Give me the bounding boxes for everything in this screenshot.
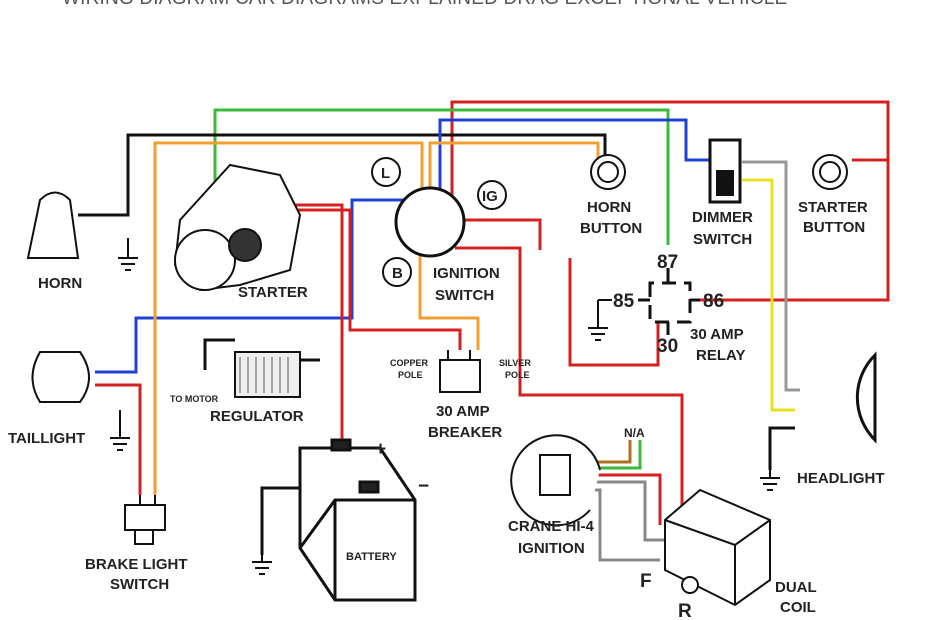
label-silver-pole-2: POLE: [505, 370, 530, 380]
wire-black-headlight-ground: [768, 426, 795, 470]
wire-red-breaker: [290, 208, 462, 350]
wire-blue-top: [438, 118, 712, 195]
ground-symbols: [110, 238, 780, 575]
label-ignition-b: B: [392, 265, 403, 282]
label-ignition-switch-2: SWITCH: [435, 287, 494, 304]
headlight: [855, 351, 877, 444]
label-brake-light-2: SWITCH: [110, 576, 169, 593]
wire-yellow-headlight: [742, 178, 795, 412]
wire-red-ignition: [455, 218, 684, 520]
label-relay-30: 30: [657, 336, 678, 357]
label-coil-2: COIL: [780, 599, 816, 616]
label-na: N/A: [624, 426, 645, 440]
wire-black-regulator: [203, 338, 320, 370]
label-starter-button-1: STARTER: [798, 199, 868, 216]
label-breaker-2: BREAKER: [428, 424, 502, 441]
dual-coil: [664, 488, 771, 607]
page-caption: WIRING DIAGRAM CAR DIAGRAMS EXPLAINED DR…: [62, 0, 787, 10]
label-horn-button-1: HORN: [587, 199, 631, 216]
label-coil-1: DUAL: [775, 579, 817, 596]
label-horn-button-2: BUTTON: [580, 220, 642, 237]
horn-button: [590, 154, 626, 190]
wire-black-horn: [100, 133, 607, 217]
label-regulator: REGULATOR: [210, 408, 304, 425]
dimmer-switch: [708, 138, 742, 204]
relay: [638, 268, 700, 335]
label-battery: BATTERY: [346, 551, 397, 563]
label-breaker-1: 30 AMP: [436, 403, 490, 420]
label-crane-2: IGNITION: [518, 540, 585, 557]
wire-red-relay: [568, 258, 660, 367]
ignition-switch: [371, 157, 507, 287]
label-to-motor: TO MOTOR: [170, 394, 219, 404]
label-crane-1: CRANE HI-4: [508, 518, 594, 535]
label-relay-87: 87: [657, 252, 678, 273]
wire-red-battery: [275, 203, 344, 448]
label-copper-pole-2: POLE: [398, 370, 423, 380]
starter-button: [812, 154, 848, 190]
label-coil-r: R: [678, 601, 692, 620]
label-headlight: HEADLIGHT: [797, 470, 885, 487]
brake-light-switch: [124, 495, 166, 545]
label-copper-pole-1: COPPER: [390, 358, 429, 368]
wire-green: [213, 108, 670, 245]
labels: HORN STARTER L IG B IGNITION SWITCH HORN…: [8, 165, 885, 620]
label-starter-button-2: BUTTON: [803, 219, 865, 236]
label-relay-85: 85: [613, 291, 635, 312]
horn: [26, 191, 100, 259]
label-relay-86: 86: [703, 291, 724, 312]
crane-ignition: [510, 434, 601, 527]
battery: [298, 438, 417, 602]
label-relay-2: RELAY: [696, 347, 745, 364]
label-ignition-switch-1: IGNITION: [433, 265, 500, 282]
label-taillight: TAILLIGHT: [8, 430, 85, 447]
taillight: [31, 351, 90, 403]
label-brake-light-1: BRAKE LIGHT: [85, 556, 188, 573]
wires: [95, 100, 890, 562]
label-silver-pole-1: SILVER: [499, 358, 531, 368]
label-ignition-ig: IG: [482, 188, 498, 205]
wire-red-tail: [95, 383, 142, 495]
label-ignition-l: L: [381, 165, 390, 182]
wire-blue-tail: [95, 198, 410, 374]
regulator: [234, 351, 301, 398]
wire-white-headlight: [742, 160, 800, 392]
label-dimmer-2: SWITCH: [693, 231, 752, 248]
label-dimmer-1: DIMMER: [692, 209, 753, 226]
label-battery-minus: −: [418, 476, 429, 497]
breaker: [439, 350, 481, 393]
starter: [173, 163, 302, 292]
wire-orange-breaker: [418, 240, 480, 350]
label-battery-plus: +: [375, 439, 386, 460]
label-horn: HORN: [38, 275, 82, 292]
wire-orange-brake: [153, 141, 600, 495]
label-relay-1: 30 AMP: [690, 326, 744, 343]
label-coil-f: F: [640, 571, 652, 592]
label-starter: STARTER: [238, 284, 308, 301]
